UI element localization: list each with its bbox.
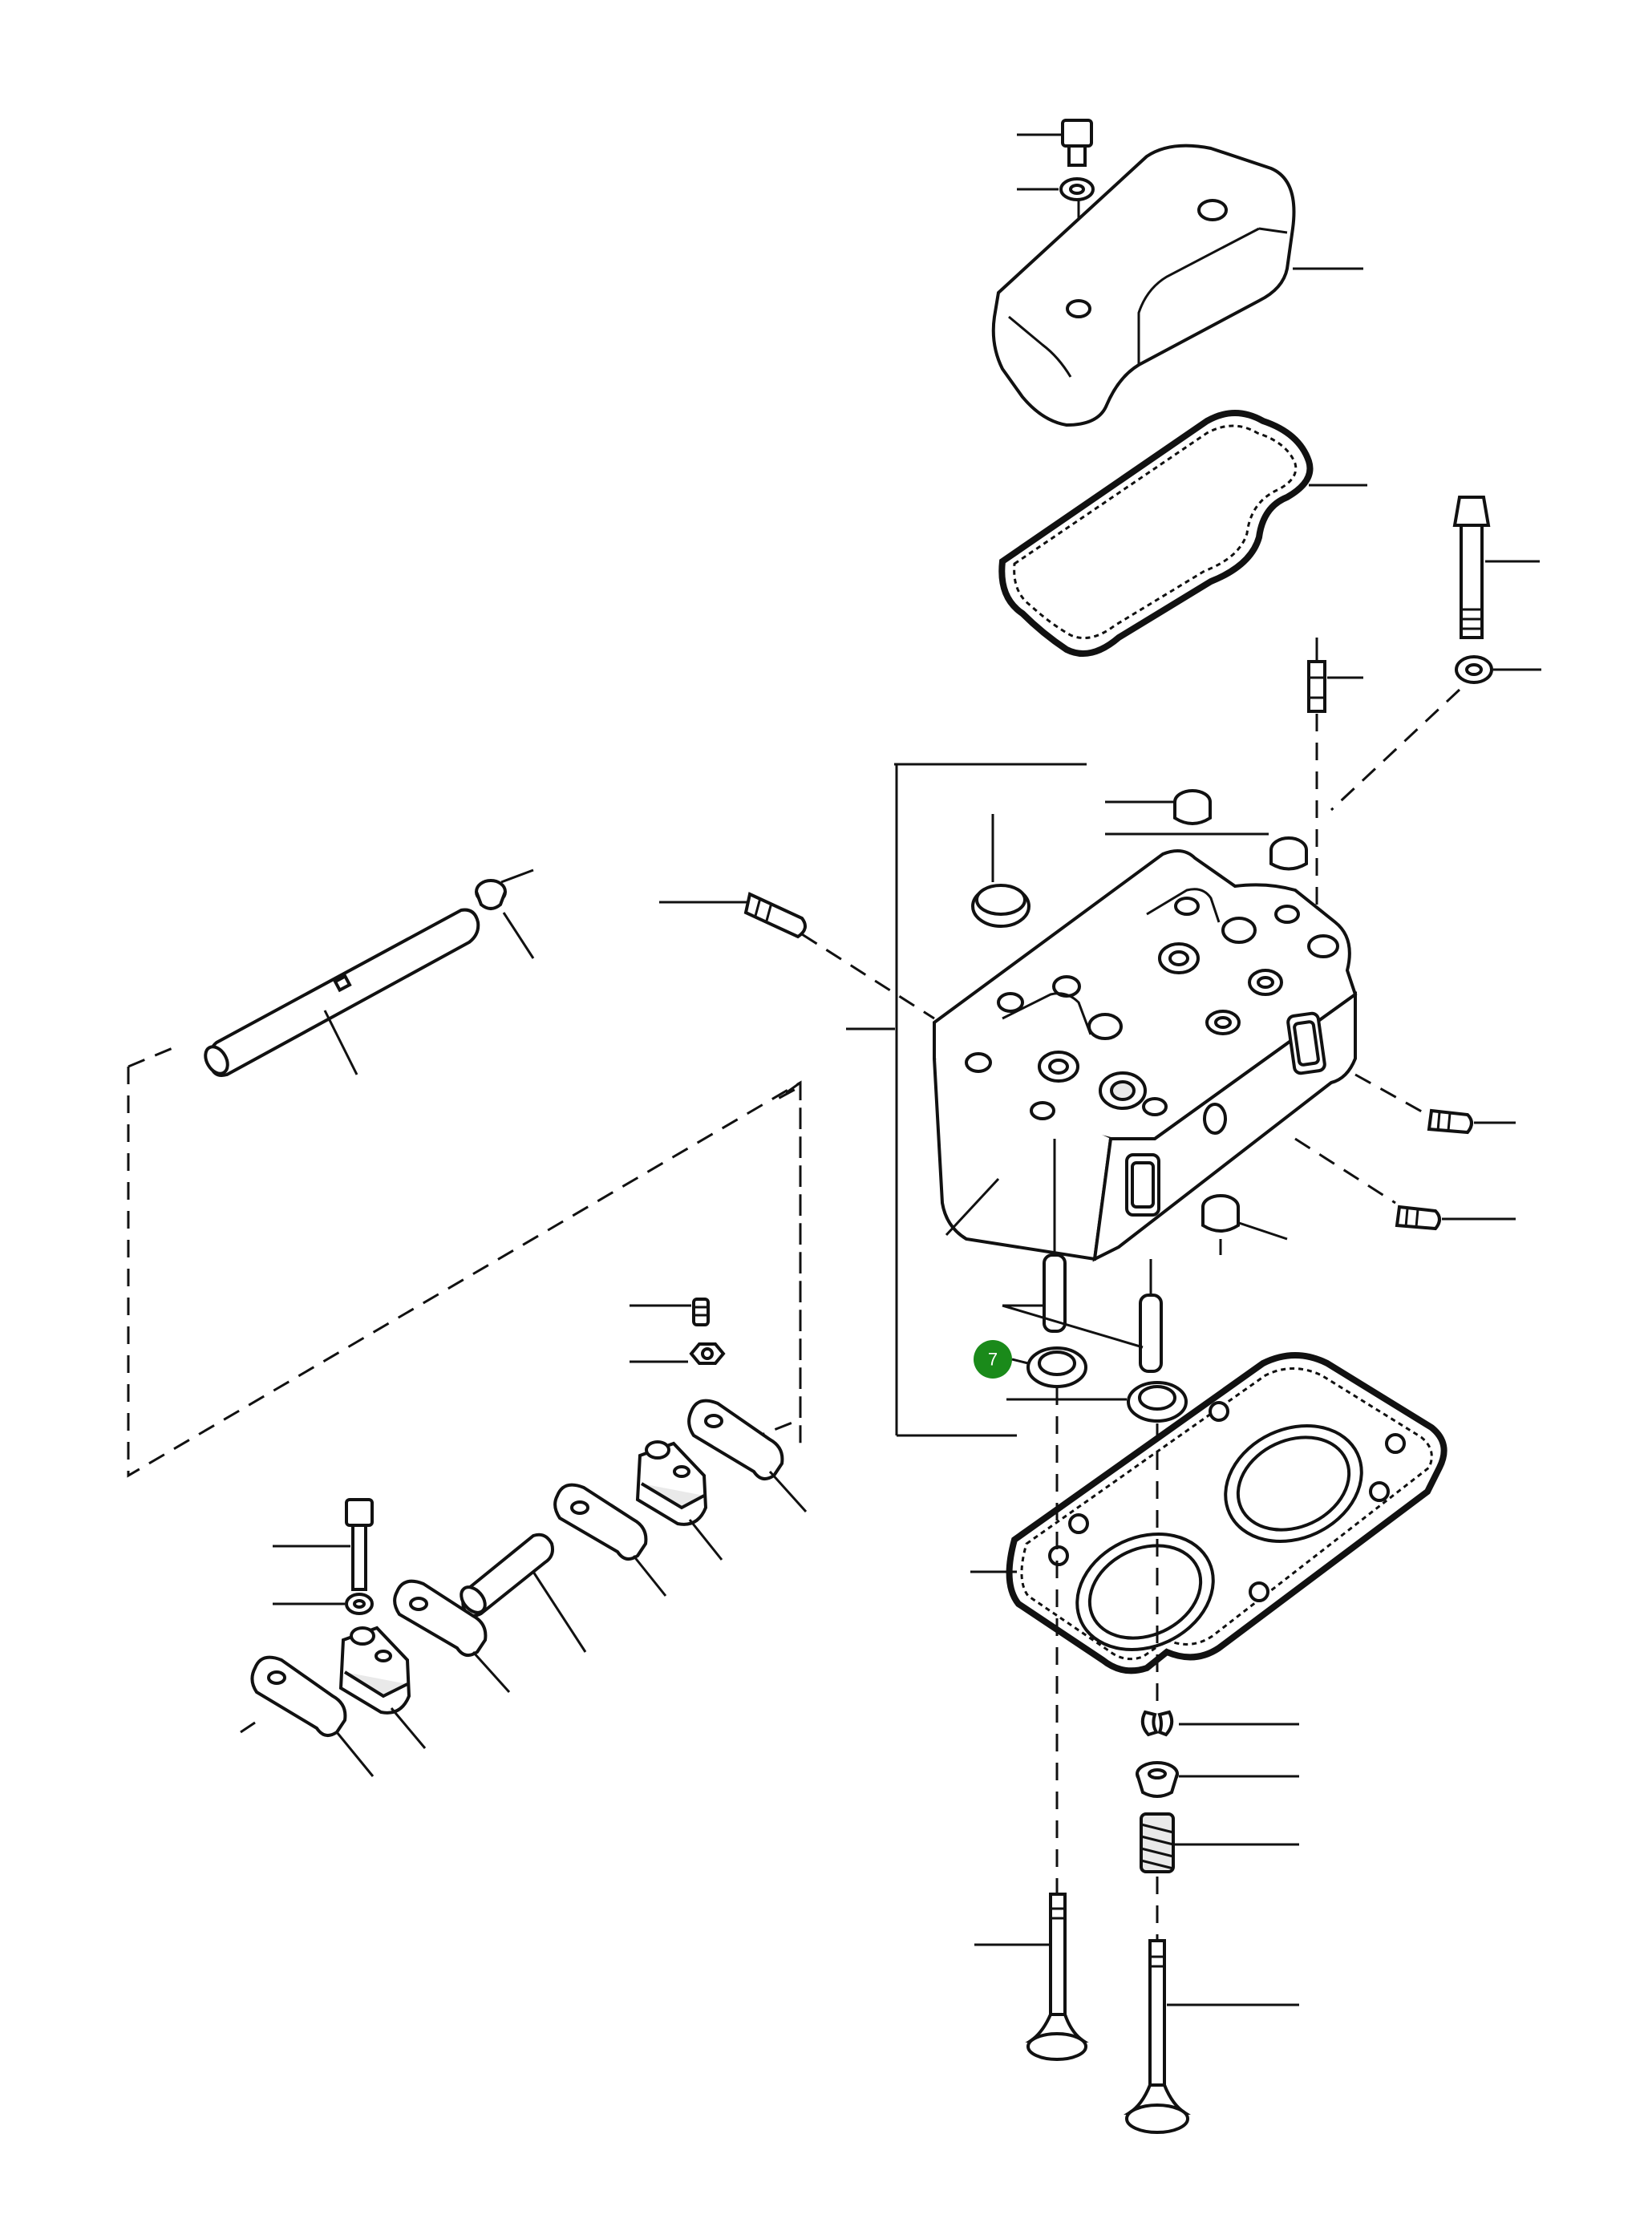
head-gasket bbox=[970, 1352, 1448, 1674]
head-bolt-washer bbox=[1455, 655, 1541, 684]
rocker-shaft bbox=[204, 908, 480, 1077]
cup-plug bbox=[1105, 789, 1212, 825]
rocker-arm-b bbox=[553, 1483, 667, 1597]
head-bolt-leader bbox=[1330, 688, 1461, 812]
valve-cover-gasket bbox=[998, 410, 1367, 657]
rocker-arm-c bbox=[393, 1579, 511, 1694]
head-stud-left-leader bbox=[801, 933, 935, 1020]
bracket-washer bbox=[273, 1593, 374, 1615]
adjusting-nut bbox=[630, 1342, 726, 1365]
side-stud-upper bbox=[1427, 1108, 1516, 1135]
side-stud-upper-leader bbox=[1354, 1073, 1428, 1116]
rocker-spacer bbox=[460, 1533, 587, 1653]
rocker-arm-a bbox=[687, 1399, 808, 1513]
side-stud-lower-leader bbox=[1294, 1137, 1396, 1205]
rocker-bracket-b bbox=[338, 1626, 427, 1749]
valve-spring bbox=[1140, 1812, 1299, 1873]
rocker-shaft-plug bbox=[475, 869, 535, 959]
head-bolt bbox=[1452, 496, 1540, 639]
plug bbox=[1105, 832, 1308, 871]
rocker-group-box-right bbox=[749, 1083, 802, 1441]
assembly-bracket bbox=[846, 763, 1087, 1437]
short-stud bbox=[1307, 638, 1363, 713]
expansion-plug bbox=[971, 814, 1030, 928]
core-plug bbox=[1201, 1194, 1288, 1255]
cylinder-head bbox=[933, 849, 1358, 1262]
intake-valve bbox=[974, 1893, 1089, 2061]
valve-seat-insert-right bbox=[1127, 1381, 1188, 1423]
valve-keepers bbox=[1140, 1710, 1299, 1737]
cover-washer bbox=[1017, 177, 1095, 201]
rocker-bracket-a bbox=[635, 1440, 723, 1561]
callout-7[interactable]: 7 bbox=[974, 1340, 1029, 1379]
adjusting-screw bbox=[630, 1298, 710, 1326]
cover-bolt bbox=[1017, 119, 1093, 167]
exhaust-valve bbox=[1124, 1939, 1299, 2134]
spring-retainer bbox=[1136, 1761, 1299, 1798]
callout-7-label: 7 bbox=[988, 1350, 998, 1370]
valve-guide-right bbox=[1139, 1294, 1163, 1373]
rocker-arm-d bbox=[240, 1655, 375, 1777]
bracket-bolt bbox=[273, 1498, 374, 1591]
rocker-group-box-top bbox=[128, 1045, 177, 1068]
head-stud-left bbox=[659, 892, 807, 939]
valve-seat-insert-left bbox=[1026, 1346, 1087, 1388]
rocker-group-box-corner bbox=[777, 1081, 801, 1100]
side-stud-lower bbox=[1395, 1205, 1516, 1231]
valve-cover bbox=[991, 144, 1363, 427]
